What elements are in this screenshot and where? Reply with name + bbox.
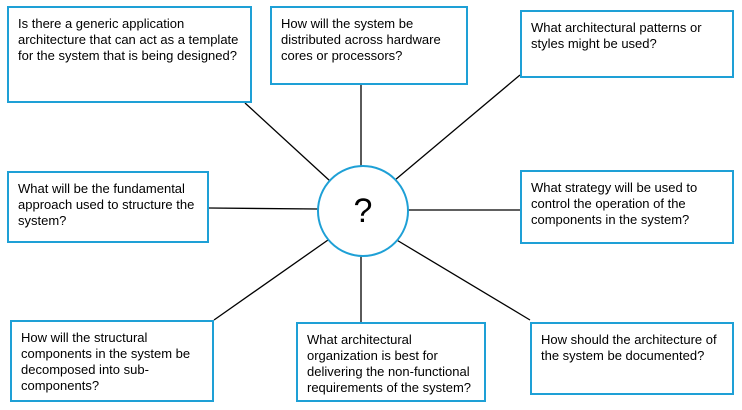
connector-top-left xyxy=(244,102,331,182)
center-hub-circle xyxy=(317,165,409,257)
question-box-distribution: How will the system be distributed acros… xyxy=(270,6,468,85)
question-box-generic-architecture: Is there a generic application architect… xyxy=(7,6,252,103)
question-box-architectural-patterns: What architectural patterns or styles mi… xyxy=(520,10,734,78)
question-box-decomposition: How will the structural components in th… xyxy=(10,320,214,402)
connector-top-right xyxy=(394,74,521,181)
question-box-organization: What architectural organization is best … xyxy=(296,322,486,402)
question-box-documentation: How should the architecture of the syste… xyxy=(530,322,734,395)
question-box-structure-approach: What will be the fundamental approach us… xyxy=(7,171,209,243)
connector-bottom-right xyxy=(394,238,531,321)
center-question-mark: ? xyxy=(353,191,373,230)
connector-middle-left xyxy=(208,207,319,210)
connector-bottom-left xyxy=(213,239,329,321)
question-box-control-strategy: What strategy will be used to control th… xyxy=(520,170,734,244)
